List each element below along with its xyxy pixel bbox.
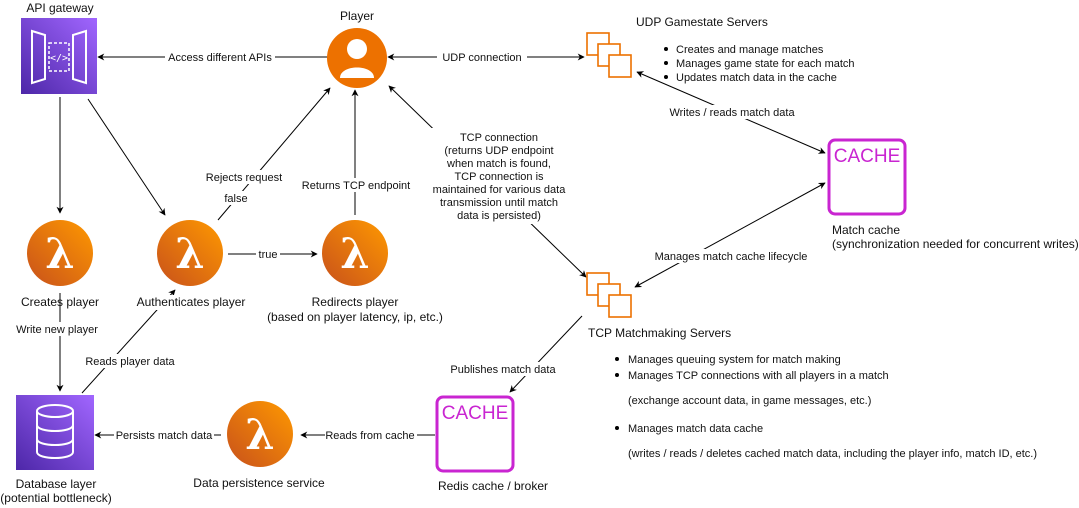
edge-gateway-to-auth — [87, 98, 166, 216]
udp-bullet: Updates match data in the cache — [676, 72, 837, 84]
redis-cache-icon-text: CACHE — [442, 403, 509, 424]
tcp-bullets: Manages queuing system for match making … — [615, 354, 1037, 460]
server-stack-icon — [586, 32, 632, 78]
authenticates-player-label: Authenticates player — [137, 295, 246, 309]
redirects-player-label: Redirects player — [312, 295, 399, 309]
match-cache-label: Match cache — [832, 223, 900, 237]
label-returns-tcp-endpoint: Returns TCP endpoint — [302, 180, 410, 192]
user-icon — [327, 28, 387, 88]
tcp-servers-label: TCP Matchmaking Servers — [588, 326, 731, 340]
label-persists-match-data: Persists match data — [116, 430, 213, 442]
api-gateway-icon: </> — [21, 18, 97, 94]
tcp-connection-line: TCP connection — [460, 132, 538, 144]
tcp-bullet: Manages TCP connections with all players… — [628, 370, 889, 382]
label-tcp-connection: TCP connection (returns UDP endpoint whe… — [433, 132, 567, 222]
lambda-icon: λ — [227, 401, 293, 467]
cache-icon: CACHE — [435, 395, 515, 473]
database-sublabel: (potential bottleneck) — [0, 491, 111, 505]
svg-text:λ: λ — [245, 410, 274, 459]
tcp-connection-line: transmission until match — [440, 197, 558, 209]
tcp-connection-line: (returns UDP endpoint — [444, 145, 553, 157]
redis-cache-label: Redis cache / broker — [438, 479, 548, 493]
cache-icon: CACHE — [827, 138, 907, 216]
label-false: false — [224, 193, 247, 205]
udp-bullets: Creates and manage matches Manages game … — [664, 44, 855, 84]
node-player: Player — [327, 9, 387, 88]
node-tcp-servers: TCP Matchmaking Servers Manages queuing … — [586, 272, 1037, 460]
tcp-connection-line: TCP connection is — [454, 171, 544, 183]
tcp-bullet: Manages match data cache — [628, 423, 763, 435]
redirects-player-sublabel: (based on player latency, ip, etc.) — [267, 310, 443, 324]
label-write-new-player: Write new player — [16, 324, 98, 336]
edge-manages-cache-lifecycle — [634, 182, 826, 288]
tcp-bullet: Manages queuing system for match making — [628, 354, 841, 366]
lambda-icon: λ — [157, 220, 223, 286]
label-reads-player-data: Reads player data — [85, 356, 175, 368]
label-publishes-match-data: Publishes match data — [450, 364, 556, 376]
player-label: Player — [340, 9, 374, 23]
creates-player-label: Creates player — [21, 295, 99, 309]
edge-labels: Access different APIs UDP connection Wri… — [12, 50, 809, 442]
node-match-cache: CACHE Match cache (synchronization neede… — [827, 138, 1079, 251]
api-gateway-label: API gateway — [26, 1, 93, 15]
database-label: Database layer — [16, 477, 97, 491]
svg-text:λ: λ — [175, 229, 204, 278]
server-stack-icon — [586, 272, 632, 318]
edge-publishes-match-data — [509, 315, 583, 393]
node-database: Database layer (potential bottleneck) — [0, 395, 112, 505]
label-rejects-request: Rejects request — [206, 172, 282, 184]
node-redis-cache: CACHE Redis cache / broker — [435, 395, 548, 493]
tcp-note-2: (writes / reads / deletes cached match d… — [628, 448, 1037, 460]
udp-servers-label: UDP Gamestate Servers — [636, 15, 768, 29]
node-creates-player: λ Creates player — [21, 220, 99, 309]
svg-text:λ: λ — [45, 229, 74, 278]
database-icon — [16, 395, 94, 470]
label-udp-connection: UDP connection — [442, 52, 521, 64]
lambda-icon: λ — [27, 220, 93, 286]
tcp-connection-line: when match is found, — [446, 158, 551, 170]
match-cache-sublabel: (synchronization needed for concurrent w… — [832, 237, 1079, 251]
udp-bullet: Creates and manage matches — [676, 44, 824, 56]
label-manages-cache-lifecycle: Manages match cache lifecycle — [655, 251, 808, 263]
svg-text:</>: </> — [50, 53, 68, 64]
node-authenticates-player: λ Authenticates player — [136, 220, 246, 310]
lambda-icon: λ — [322, 220, 388, 286]
udp-bullet: Manages game state for each match — [676, 58, 855, 70]
label-writes-reads: Writes / reads match data — [669, 107, 795, 119]
svg-text:λ: λ — [340, 229, 369, 278]
tcp-note-1: (exchange account data, in game messages… — [628, 395, 871, 407]
match-cache-icon-text: CACHE — [834, 146, 901, 167]
label-reads-from-cache: Reads from cache — [325, 430, 414, 442]
node-udp-servers: UDP Gamestate Servers Creates and manage… — [586, 15, 855, 84]
node-api-gateway: API gateway </> — [21, 1, 97, 94]
node-redirects-player: λ Redirects player (based on player late… — [267, 220, 443, 324]
label-access-apis: Access different APIs — [168, 52, 272, 64]
label-true: true — [259, 249, 278, 261]
node-data-persistence: λ Data persistence service — [193, 401, 325, 490]
tcp-connection-line: data is persisted) — [457, 210, 541, 222]
tcp-connection-line: maintained for various data — [433, 184, 567, 196]
data-persistence-label: Data persistence service — [193, 476, 325, 490]
